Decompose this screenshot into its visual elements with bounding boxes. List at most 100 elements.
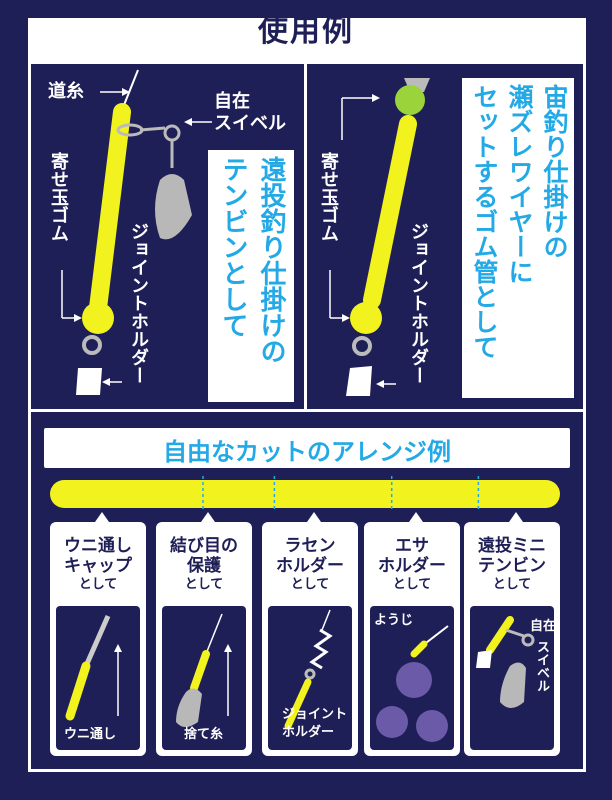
card-uni-cap-sub: として: [78, 577, 118, 592]
label-swivel-2: スイベル: [214, 113, 286, 134]
right-caption-col3: セットするゴム管として: [470, 84, 499, 359]
uni-cap-tube: [65, 661, 91, 721]
arrow-right-top-head: [372, 94, 380, 102]
card-mini-tenbin: 遠投ミニ テンビン として 自在 スイベル: [464, 522, 560, 756]
right-rubber-tube: [363, 115, 417, 309]
arrange-title: 自由なカットのアレンジ例: [163, 438, 451, 466]
card-bait-title: エサ ホルダー として: [364, 536, 460, 594]
card-knot-protect: 結び目の 保護 として 捨て糸: [156, 522, 252, 756]
knot-arrow-head: [224, 644, 232, 652]
tenbin-pic-label-1: 自在: [530, 619, 554, 634]
label-holder-left: ジョイントホルダー: [128, 222, 149, 384]
tenbin-holder: [476, 650, 492, 668]
card-spiral-picture: ジョイント ホルダー: [268, 606, 352, 750]
card-pointer-5: [509, 512, 523, 522]
left-caption-box: 遠投釣り仕掛けの テンビンとして: [208, 150, 294, 402]
label-michiito: 道糸: [48, 81, 84, 102]
sea-urchin-1: [396, 662, 432, 698]
page-title: 使用例: [258, 14, 354, 49]
tenbin-swivel-eye: [521, 633, 535, 647]
card-bait-title-2: ホルダー: [378, 556, 446, 576]
bait-tube: [410, 640, 428, 658]
knot-line: [205, 613, 223, 655]
left-caption-col1: 遠投釣り仕掛けの: [256, 156, 286, 364]
right-caption-col2: 瀬ズレワイヤーに: [505, 84, 534, 284]
spiral-pic-label-1: ジョイント: [282, 707, 348, 722]
spiral-tube: [284, 678, 312, 730]
label-rubber-right: 寄せ玉ゴム: [318, 152, 339, 242]
tenbin-wire: [505, 628, 525, 638]
card-bait-title-1: エサ: [395, 536, 429, 556]
right-top-ball: [395, 85, 425, 115]
tenbin-pic-label-2: スイベル: [534, 640, 549, 692]
tenbin-sinker: [500, 662, 526, 708]
right-holder-eye: [352, 336, 372, 356]
arrow-right-holder-head: [376, 380, 384, 388]
card-pointer-1: [95, 512, 109, 522]
arrow-line-head: [122, 88, 130, 96]
card-spiral-holder: ラセン ホルダー として ジョイント ホルダー: [262, 522, 358, 756]
left-ball: [82, 302, 114, 334]
spiral-coil: [309, 628, 333, 670]
uni-cap-pic-label: ウニ通し: [64, 727, 117, 742]
card-tenbin-title-2: テンビン: [478, 556, 546, 576]
sea-urchin-3: [416, 710, 448, 742]
card-pointer-3: [307, 512, 321, 522]
left-sinker: [155, 174, 192, 240]
card-spiral-title-1: ラセン: [284, 536, 336, 556]
card-bait-sub: として: [392, 577, 432, 592]
right-caption-col1: 宙釣り仕掛けの: [540, 84, 569, 259]
uni-needle: [83, 614, 111, 668]
left-caption-col2: テンビンとして: [218, 156, 248, 338]
card-uni-cap-title-1: ウニ通し: [64, 536, 132, 556]
cut-tube: [50, 480, 560, 508]
card-bait-picture: ようじ: [370, 606, 454, 750]
card-knot-title-1: 結び目の: [170, 536, 238, 556]
divider-vertical: [304, 64, 307, 412]
title-bar: [28, 18, 586, 64]
spiral-line: [321, 609, 331, 631]
bait-pic-label: ようじ: [374, 613, 414, 628]
card-knot-title-2: 保護: [187, 556, 221, 576]
uni-arrow-head: [114, 644, 122, 652]
card-bait-holder: エサ ホルダー として ようじ: [364, 522, 460, 756]
knot-pic-label: 捨て糸: [184, 727, 224, 742]
card-spiral-title-2: ホルダー: [276, 556, 344, 576]
card-uni-cap-picture: ウニ通し: [56, 606, 140, 750]
card-knot-title: 結び目の 保護 として: [156, 536, 252, 594]
arrange-title-bar: [44, 428, 570, 468]
sea-urchin-2: [376, 706, 408, 738]
card-uni-cap-title: ウニ通し キャップ として: [50, 536, 146, 594]
left-main-line: [121, 69, 139, 111]
card-uni-cap: ウニ通し キャップ として ウニ通し: [50, 522, 146, 756]
uni-cap-illustration: [65, 614, 122, 721]
card-knot-sub: として: [184, 577, 224, 592]
card-uni-cap-title-2: キャップ: [64, 556, 132, 576]
card-pointer-2: [201, 512, 215, 522]
label-rubber-left: 寄せ玉ゴム: [48, 152, 69, 242]
tenbin-tube: [486, 616, 514, 654]
bait-illustration: [376, 625, 449, 742]
card-tenbin-picture: 自在 スイベル: [470, 606, 554, 750]
card-tenbin-title-1: 遠投ミニ: [478, 536, 546, 556]
card-tenbin-title: 遠投ミニ テンビン として: [464, 536, 560, 594]
label-swivel-1: 自在: [214, 91, 250, 112]
arrow-right-rubber-head: [342, 314, 350, 322]
tenbin-illustration: [476, 616, 535, 708]
left-holder-body: [76, 368, 102, 395]
arrow-holder-head: [102, 378, 110, 386]
knot-illustration: [176, 613, 232, 727]
arrow-swivel-head: [184, 118, 192, 126]
knot-tube: [190, 650, 210, 692]
knot-sinker: [176, 688, 202, 727]
spiral-pic-label-2: ホルダー: [282, 725, 335, 740]
card-pointer-4: [409, 512, 423, 522]
card-tenbin-sub: として: [492, 577, 532, 592]
arrow-rubber-head: [74, 314, 82, 322]
label-holder-right: ジョイントホルダー: [408, 222, 429, 384]
right-caption-box: 宙釣り仕掛けの 瀬ズレワイヤーに セットするゴム管として: [462, 78, 574, 398]
spiral-holder-eye: [304, 668, 316, 680]
